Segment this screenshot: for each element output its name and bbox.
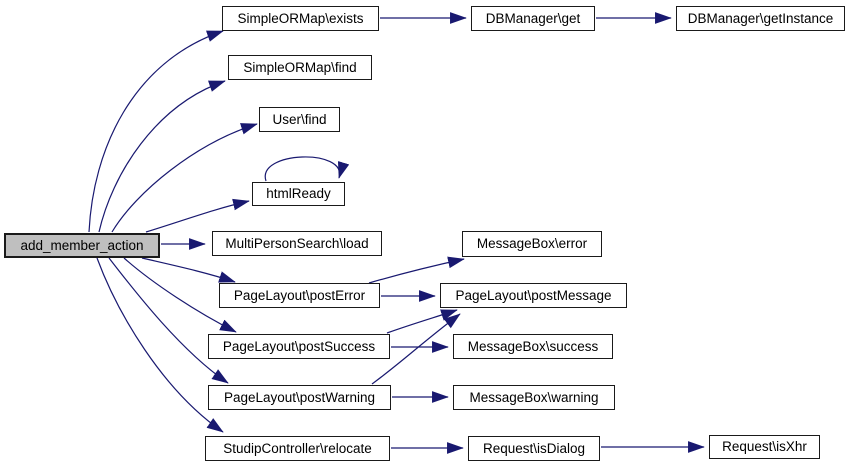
edge-add_member_action-pagelayout_postsuccess bbox=[123, 257, 237, 333]
edge-add_member_action-simpleormap_find bbox=[98, 80, 226, 233]
node-pagelayout-postmessage[interactable]: PageLayout\postMessage bbox=[440, 283, 627, 308]
edge-add_member_action-pagelayout_postwarning bbox=[108, 257, 229, 384]
node-messagebox-error[interactable]: MessageBox\error bbox=[462, 231, 602, 257]
node-add-member-action[interactable]: add_member_action bbox=[4, 233, 160, 258]
node-simpleormap-exists[interactable]: SimpleORMap\exists bbox=[222, 6, 379, 31]
edge-pagelayout_postsuccess-pagelayout_postmessage bbox=[386, 309, 458, 334]
edge-add_member_action-htmlready bbox=[145, 198, 250, 233]
node-user-find[interactable]: User\find bbox=[259, 107, 340, 132]
node-multipersonsearch-load[interactable]: MultiPersonSearch\load bbox=[212, 231, 382, 256]
node-dbmanager-get[interactable]: DBManager\get bbox=[471, 6, 595, 31]
edge-add_member_action-user_find bbox=[111, 123, 258, 233]
node-pagelayout-postsuccess[interactable]: PageLayout\postSuccess bbox=[208, 334, 390, 359]
node-pagelayout-posterror[interactable]: PageLayout\postError bbox=[219, 283, 380, 308]
node-htmlready[interactable]: htmlReady bbox=[252, 182, 345, 206]
node-simpleormap-find[interactable]: SimpleORMap\find bbox=[228, 55, 372, 80]
edge-pagelayout_posterror-messagebox_error bbox=[368, 256, 465, 284]
node-request-isdialog[interactable]: Request\isDialog bbox=[468, 436, 600, 461]
node-dbmanager-getinstance[interactable]: DBManager\getInstance bbox=[676, 6, 845, 31]
edge-htmlready-self-loop bbox=[264, 156, 350, 182]
node-request-isxhr[interactable]: Request\isXhr bbox=[709, 435, 820, 459]
node-messagebox-success[interactable]: MessageBox\success bbox=[453, 334, 613, 359]
node-studipcontroller-relocate[interactable]: StudipController\relocate bbox=[205, 436, 390, 461]
edge-pagelayout_postwarning-pagelayout_postmessage bbox=[371, 313, 461, 385]
edge-add_member_action-studipcontroller_relocate bbox=[96, 257, 224, 433]
node-pagelayout-postwarning[interactable]: PageLayout\postWarning bbox=[208, 385, 391, 410]
edge-add_member_action-pagelayout_posterror bbox=[141, 257, 236, 283]
edge-add_member_action-simpleormap_exists bbox=[88, 30, 224, 233]
node-messagebox-warning[interactable]: MessageBox\warning bbox=[453, 385, 615, 410]
